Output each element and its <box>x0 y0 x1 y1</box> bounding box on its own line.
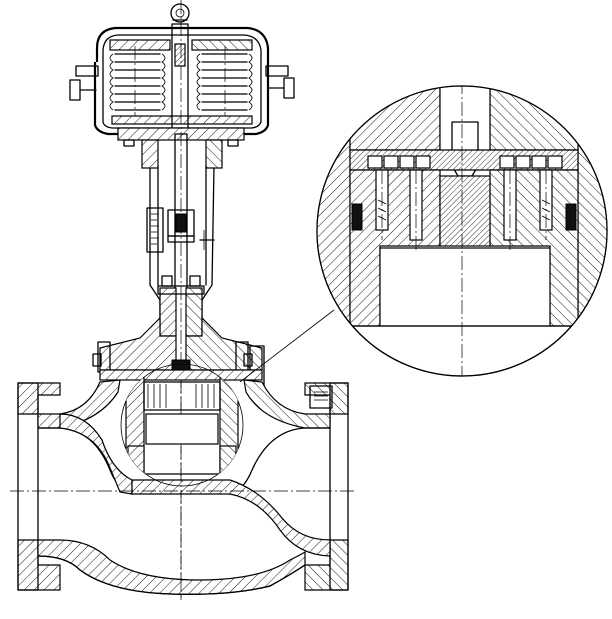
bonnet <box>92 275 265 387</box>
actuator <box>69 3 295 147</box>
detail-leader-line <box>239 309 335 383</box>
bolt-heads-row <box>367 155 563 169</box>
right-spring-stack <box>196 46 253 118</box>
yoke <box>141 0 223 600</box>
plug-detail-area <box>120 363 244 487</box>
zoomed-detail-view <box>316 85 608 377</box>
left-spring-stack <box>109 46 166 118</box>
valve-body <box>10 379 356 600</box>
